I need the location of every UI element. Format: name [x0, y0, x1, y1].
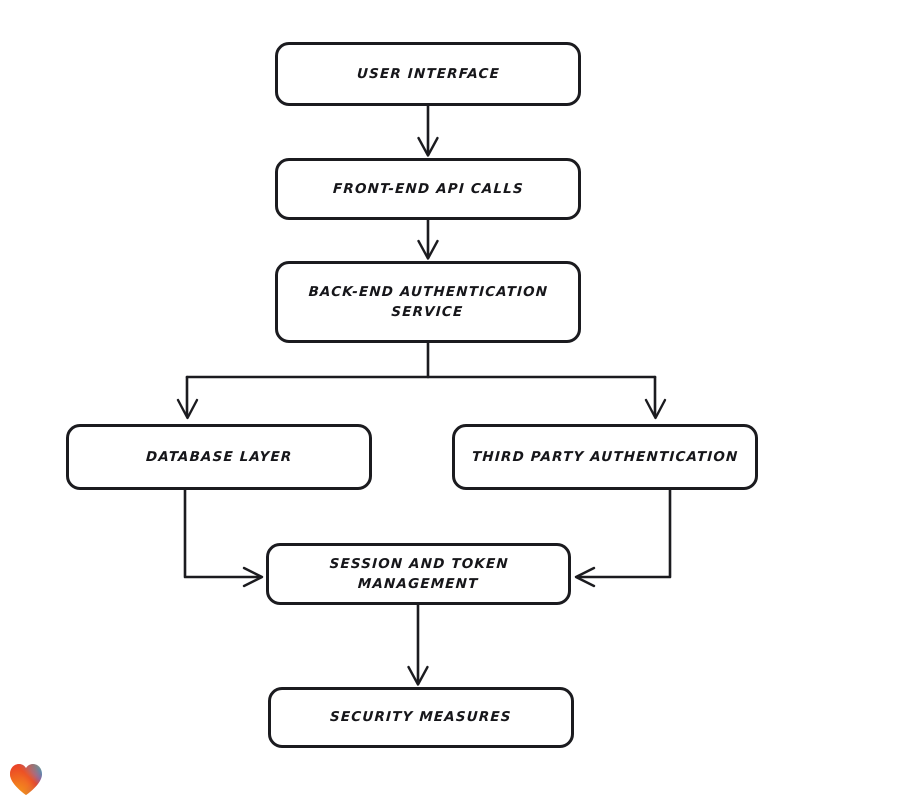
- arrowhead-thirdparty-to-session: [574, 566, 596, 588]
- arrowhead-api-to-backend: [417, 239, 439, 260]
- arrowhead-fork-right: [644, 398, 667, 420]
- arrowhead-database-to-session: [242, 566, 264, 588]
- node-label-database-layer: Database Layer: [145, 448, 293, 465]
- node-security-measures[interactable]: Security Measures: [268, 687, 574, 748]
- node-label-security-measures: Security Measures: [329, 709, 513, 726]
- node-third-party-authentication[interactable]: Third Party Authentication: [452, 424, 758, 490]
- node-database-layer[interactable]: Database Layer: [66, 424, 372, 490]
- node-label-user-interface: User Interface: [356, 65, 500, 82]
- node-user-interface[interactable]: User Interface: [275, 42, 581, 106]
- arrowhead-ui-to-api: [417, 136, 439, 157]
- arrowhead-session-to-security: [407, 665, 429, 686]
- connector-database-to-session: [183, 488, 260, 579]
- node-label-front-end-api-calls: Front-End API Calls: [332, 180, 524, 197]
- node-session-and-token-management[interactable]: Session and Token Management: [266, 543, 571, 605]
- node-label-back-end-authentication-service: Back-End Authentication Service: [308, 283, 549, 320]
- node-label-third-party-authentication: Third Party Authentication: [471, 448, 739, 465]
- node-label-session-and-token-management: Session and Token Management: [328, 555, 510, 592]
- node-back-end-authentication-service[interactable]: Back-End Authentication Service: [275, 261, 581, 343]
- arrowhead-fork-left: [176, 398, 199, 420]
- connector-thirdparty-to-session: [578, 488, 672, 579]
- heart-logo-icon: [10, 764, 42, 795]
- node-front-end-api-calls[interactable]: Front-End API Calls: [275, 158, 581, 220]
